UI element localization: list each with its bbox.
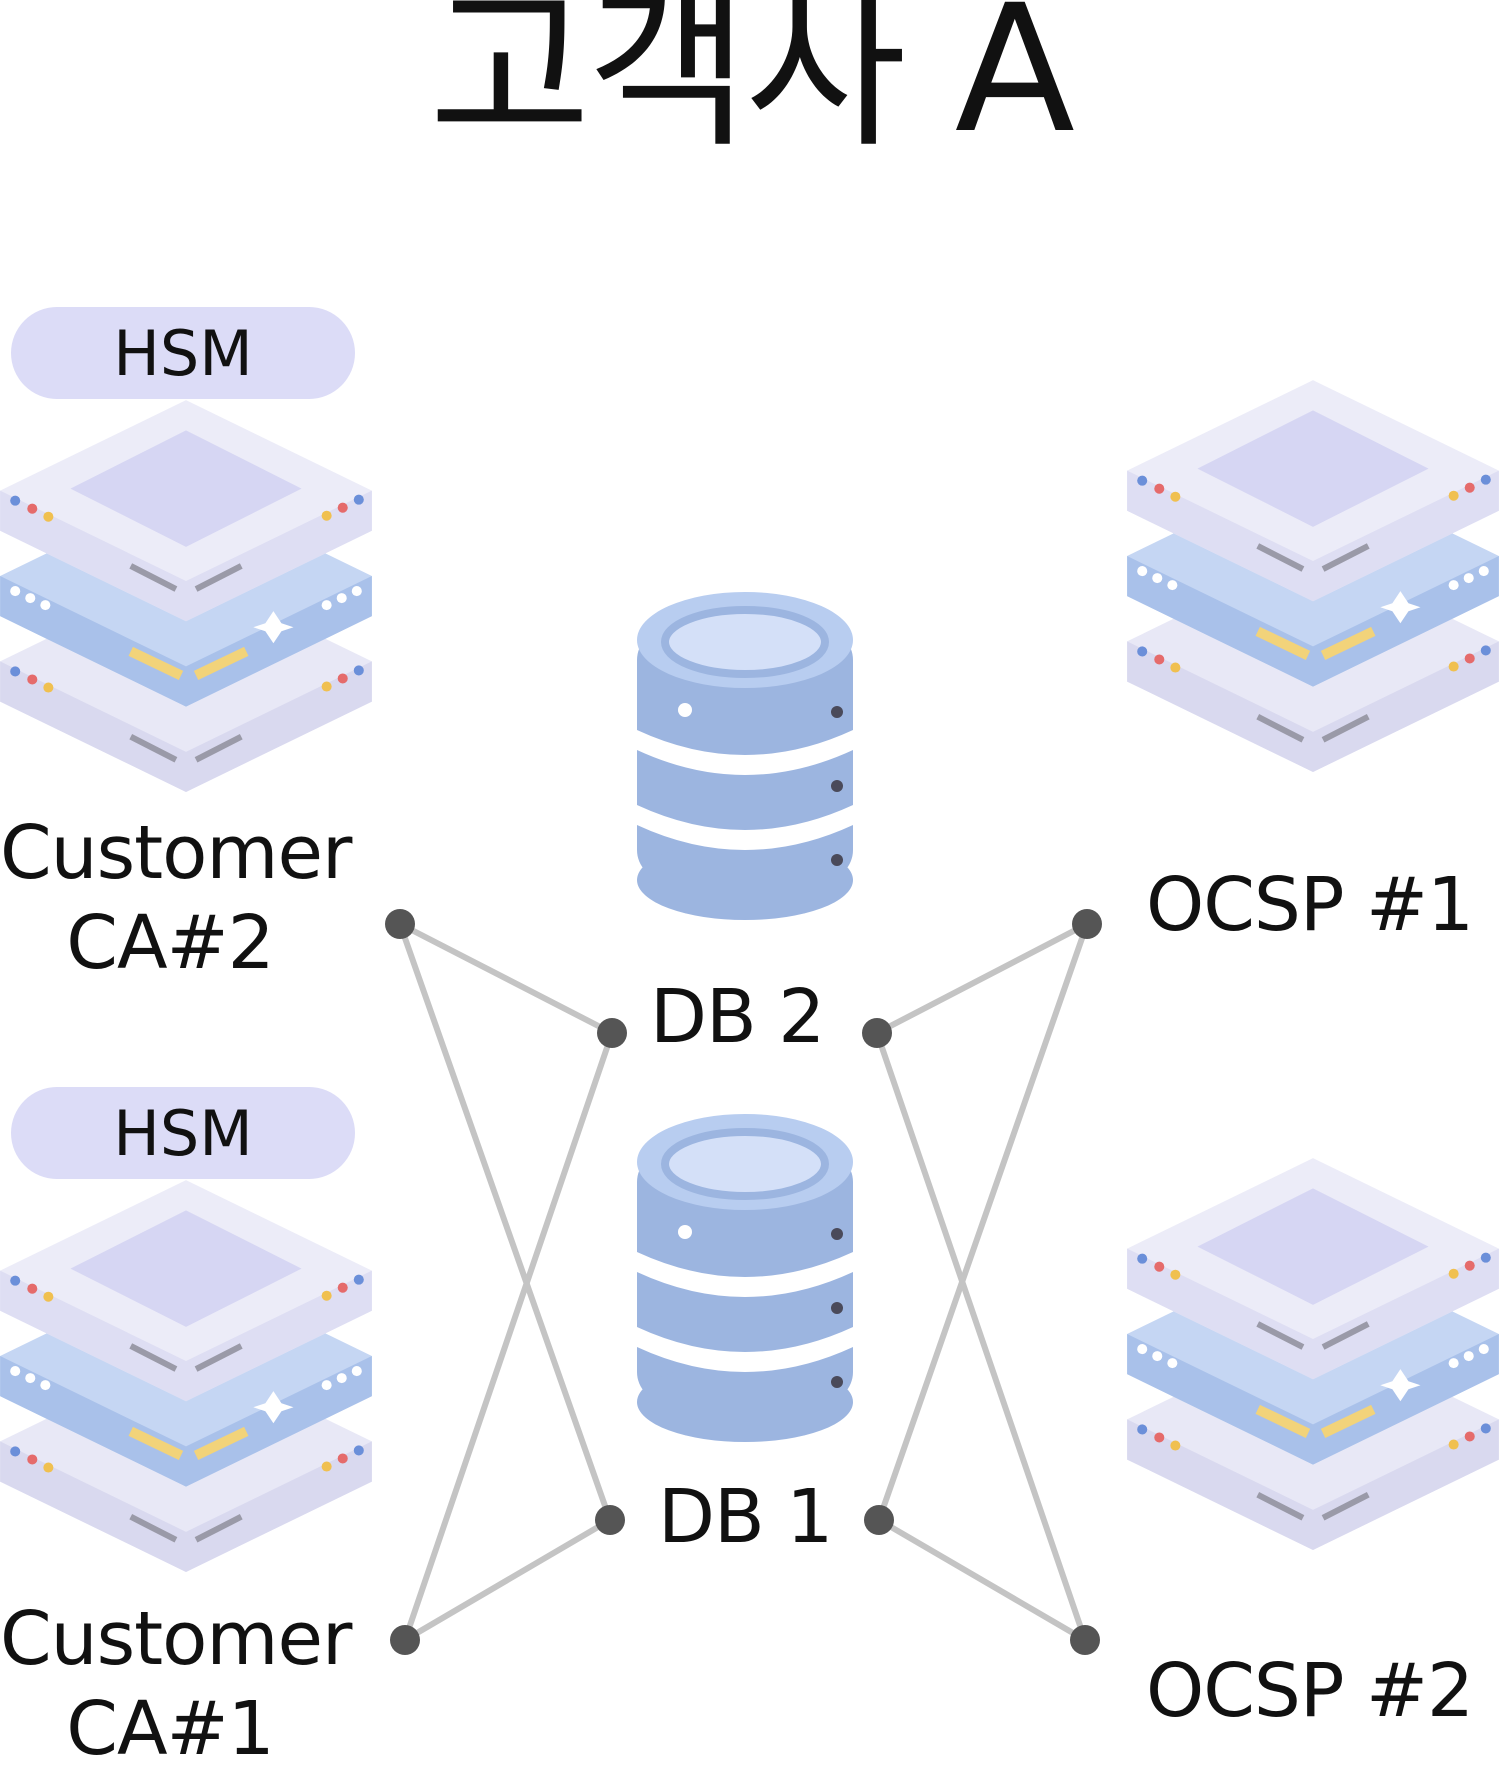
link-ca1-db2 [402,1030,615,1643]
joint-dot [864,1505,894,1535]
joint-dot [385,909,415,939]
label-line: CA#2 [66,900,274,987]
joint-dot [862,1018,892,1048]
label-line: CA#1 [66,1686,274,1773]
hsm-badge: HSM [11,1087,355,1179]
server-icon [1127,340,1499,772]
joint-dot [1072,909,1102,939]
node-label-ocsp2: OCSP #2 [1146,1648,1474,1734]
server-icon [0,1140,372,1572]
joint-dot [597,1018,627,1048]
label-line: Customer [0,1596,352,1682]
joint-dot [1070,1625,1100,1655]
link-db1-ocsp2 [876,1517,1088,1643]
hsm-label: HSM [113,316,253,390]
node-label-db1: DB 1 [658,1474,833,1560]
joint-dot [595,1505,625,1535]
node-label-customer-ca2: Customer CA#2 [0,808,352,989]
database-icon [637,1112,853,1442]
hsm-badge: HSM [11,307,355,399]
joint-dot [390,1625,420,1655]
node-label-customer-ca1: Customer CA#1 [0,1594,352,1775]
link-ca1-db1 [402,1517,613,1643]
node-label-ocsp1: OCSP #1 [1146,862,1474,948]
link-db2-ocsp2 [874,1030,1088,1643]
hsm-label: HSM [113,1096,253,1170]
link-db1-ocsp1 [876,921,1090,1523]
server-icon [1127,1118,1499,1550]
database-icon [637,590,853,920]
link-ca2-db1 [397,921,613,1523]
link-ca2-db2 [397,921,615,1036]
link-db2-ocsp1 [874,921,1090,1036]
diagram-title: 고객사 A [428,0,1075,172]
server-icon [0,360,372,792]
node-label-db2: DB 2 [650,974,825,1060]
label-line: Customer [0,810,352,896]
